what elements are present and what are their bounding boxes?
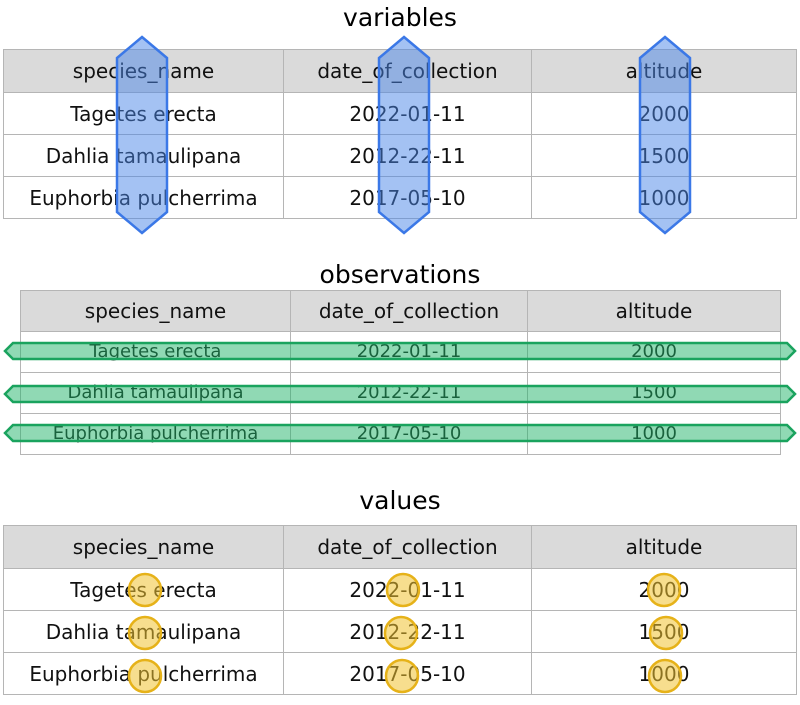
- table-row: Tagetes erecta 2022-01-11 2000: [3, 568, 797, 611]
- table-cell: Euphorbia pulcherrima: [3, 176, 284, 219]
- table-row: Dahlia tamaulipana 2012-22-11 1500: [3, 134, 797, 177]
- table-cell: Tagetes erecta: [3, 568, 284, 611]
- table-cell: Dahlia tamaulipana: [20, 372, 291, 414]
- variables-title: variables: [343, 3, 457, 32]
- table-cell: Tagetes erecta: [20, 331, 291, 373]
- column-header: date_of_collection: [283, 49, 532, 93]
- table-cell: 2000: [531, 92, 797, 135]
- table-cell: 2000: [531, 568, 797, 611]
- table-cell: 1500: [531, 134, 797, 177]
- column-header: altitude: [531, 49, 797, 93]
- table-cell: 1000: [527, 413, 781, 455]
- observations-title: observations: [319, 260, 481, 289]
- values-title: values: [359, 486, 441, 515]
- observations-table: species_name date_of_collection altitude…: [20, 290, 781, 455]
- table-cell: 2022-01-11: [290, 331, 528, 373]
- table-cell: 1500: [527, 372, 781, 414]
- column-header: altitude: [531, 525, 797, 569]
- table-cell: 2012-22-11: [283, 134, 532, 177]
- column-header: date_of_collection: [290, 290, 528, 332]
- table-cell: 2022-01-11: [283, 568, 532, 611]
- table-cell: 2012-22-11: [283, 610, 532, 653]
- table-row: Dahlia tamaulipana 2012-22-11 1500: [3, 610, 797, 653]
- table-row: Euphorbia pulcherrima 2017-05-10 1000: [3, 652, 797, 695]
- table-cell: Euphorbia pulcherrima: [3, 652, 284, 695]
- table-row: Tagetes erecta 2022-01-11 2000: [3, 92, 797, 135]
- table-cell: 2017-05-10: [283, 176, 532, 219]
- table-cell: Dahlia tamaulipana: [3, 134, 284, 177]
- column-header: altitude: [527, 290, 781, 332]
- column-header: species_name: [3, 49, 284, 93]
- table-cell: 2017-05-10: [290, 413, 528, 455]
- table-cell: Dahlia tamaulipana: [3, 610, 284, 653]
- column-header: species_name: [3, 525, 284, 569]
- table-cell: 2017-05-10: [283, 652, 532, 695]
- table-cell: 2022-01-11: [283, 92, 532, 135]
- column-header: date_of_collection: [283, 525, 532, 569]
- table-cell: 1000: [531, 652, 797, 695]
- table-row: Euphorbia pulcherrima 2017-05-10 1000: [3, 176, 797, 219]
- table-cell: 1500: [531, 610, 797, 653]
- table-cell: 1000: [531, 176, 797, 219]
- table-cell: 2000: [527, 331, 781, 373]
- header-row: species_name date_of_collection altitude: [3, 525, 797, 569]
- table-row: Dahlia tamaulipana 2012-22-11 1500: [20, 372, 781, 414]
- table-cell: Euphorbia pulcherrima: [20, 413, 291, 455]
- table-cell: 2012-22-11: [290, 372, 528, 414]
- table-row: Euphorbia pulcherrima 2017-05-10 1000: [20, 413, 781, 455]
- table-cell: Tagetes erecta: [3, 92, 284, 135]
- header-row: species_name date_of_collection altitude: [3, 49, 797, 93]
- column-header: species_name: [20, 290, 291, 332]
- variables-table: species_name date_of_collection altitude…: [3, 49, 797, 219]
- table-row: Tagetes erecta 2022-01-11 2000: [20, 331, 781, 373]
- header-row: species_name date_of_collection altitude: [20, 290, 781, 332]
- values-table: species_name date_of_collection altitude…: [3, 525, 797, 695]
